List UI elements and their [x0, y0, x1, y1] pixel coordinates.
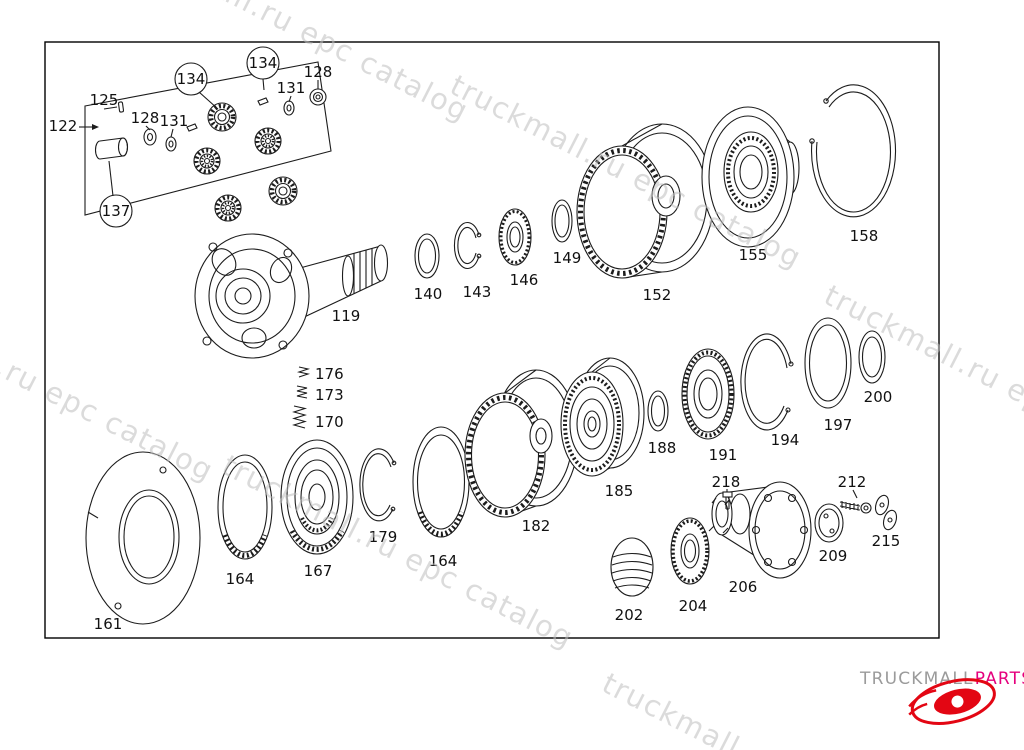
- part-label-218: 218: [712, 473, 741, 491]
- part-173-spring: [296, 385, 308, 399]
- part-label-215: 215: [872, 532, 901, 550]
- part-label-149: 149: [553, 249, 582, 267]
- part-170-spring: [292, 405, 308, 429]
- part-202-locknut: [610, 537, 654, 597]
- part-pin-137: [94, 137, 129, 160]
- part-clip-b: [257, 97, 269, 106]
- part-label-134b: 134: [249, 54, 278, 72]
- part-label-143: 143: [463, 283, 492, 301]
- part-label-119: 119: [332, 307, 361, 325]
- part-label-125: 125: [90, 91, 119, 109]
- part-155-drum-with-bearing: [701, 106, 800, 248]
- part-label-158: 158: [850, 227, 879, 245]
- part-label-204: 204: [679, 597, 708, 615]
- brand-wheel-icon: [908, 678, 996, 725]
- part-204-bearing: [670, 517, 710, 585]
- part-ring-128b: [309, 88, 327, 106]
- part-label-212: 212: [838, 473, 867, 491]
- part-label-167: 167: [304, 562, 333, 580]
- part-planet-gear-3: [192, 146, 222, 176]
- brand-logo: TRUCKMALLPARTS: [859, 669, 1024, 725]
- part-washer-131b: [283, 100, 295, 116]
- part-label-185: 185: [605, 482, 634, 500]
- part-209-cover: [814, 503, 844, 543]
- part-212-screw: [839, 501, 872, 514]
- part-176-spring: [296, 366, 311, 378]
- part-label-176: 176: [315, 365, 344, 383]
- part-label-173: 173: [315, 386, 344, 404]
- part-planet-gear-5: [213, 193, 243, 223]
- part-label-155: 155: [739, 246, 768, 264]
- part-washer-131a: [165, 136, 177, 152]
- part-labels: 125 122 128 131 134 134 131 128 137 119 …: [49, 54, 901, 633]
- part-label-152: 152: [643, 286, 672, 304]
- part-218-bolt: [722, 491, 733, 510]
- part-label-188: 188: [648, 439, 677, 457]
- part-planet-gear-1: [208, 103, 236, 131]
- brand-text-accent: PARTS: [975, 669, 1024, 689]
- part-label-137: 137: [102, 202, 131, 220]
- arrow-122: [92, 124, 99, 130]
- part-label-206: 206: [729, 578, 758, 596]
- part-149-ring: [551, 199, 573, 243]
- part-label-131a: 131: [160, 112, 189, 130]
- part-200-ring: [858, 330, 886, 384]
- part-label-170: 170: [315, 413, 344, 431]
- part-185-piston-drum: [560, 357, 645, 477]
- part-label-122: 122: [49, 117, 78, 135]
- leader-lines: [79, 78, 858, 499]
- part-167-clutch-hub: [280, 439, 354, 555]
- part-planet-gear-4: [269, 177, 297, 205]
- brand-wordmark: TRUCKMALLPARTS: [859, 669, 1024, 689]
- part-164b-ring-gear: [412, 426, 470, 538]
- part-label-164b: 164: [429, 552, 458, 570]
- part-label-202: 202: [615, 606, 644, 624]
- callout-circle-134a: [174, 62, 208, 96]
- part-182-clutch-drum: [464, 369, 579, 518]
- part-label-194: 194: [771, 431, 800, 449]
- part-label-200: 200: [864, 388, 893, 406]
- part-clip-a: [186, 123, 198, 132]
- part-179-snap-ring: [359, 448, 397, 522]
- part-191-bearing: [681, 348, 735, 440]
- part-143-snap-ring: [453, 221, 482, 270]
- part-label-161: 161: [94, 615, 123, 633]
- part-215-lock-plate: [874, 494, 898, 531]
- part-label-197: 197: [824, 416, 853, 434]
- part-140-ring: [414, 233, 440, 279]
- part-119-planet-carrier: [194, 233, 389, 359]
- part-label-164a: 164: [226, 570, 255, 588]
- part-label-128b: 128: [304, 63, 333, 81]
- part-label-182: 182: [522, 517, 551, 535]
- part-188-ring: [647, 390, 669, 432]
- part-194-snap-ring: [740, 333, 794, 431]
- part-158-snap-ring: [809, 84, 897, 218]
- part-197-ring: [804, 317, 852, 409]
- part-label-191: 191: [709, 446, 738, 464]
- part-label-131b: 131: [277, 79, 306, 97]
- part-label-179: 179: [369, 528, 398, 546]
- part-161-backing-plate: [85, 451, 201, 625]
- part-washer-128a: [143, 128, 157, 146]
- part-key-125: [117, 101, 125, 113]
- part-152-clutch-drum: [576, 123, 715, 279]
- part-label-140: 140: [414, 285, 443, 303]
- part-planet-gear-2: [253, 126, 283, 156]
- part-label-146: 146: [510, 271, 539, 289]
- part-label-134a: 134: [177, 70, 206, 88]
- part-label-209: 209: [819, 547, 848, 565]
- part-206-hub: [708, 481, 812, 579]
- part-label-128a: 128: [131, 109, 160, 127]
- part-164a-ring-gear: [217, 454, 273, 560]
- gear-kit-box: [84, 61, 332, 216]
- part-146-bearing: [498, 208, 532, 266]
- callout-circle-137: [99, 194, 133, 228]
